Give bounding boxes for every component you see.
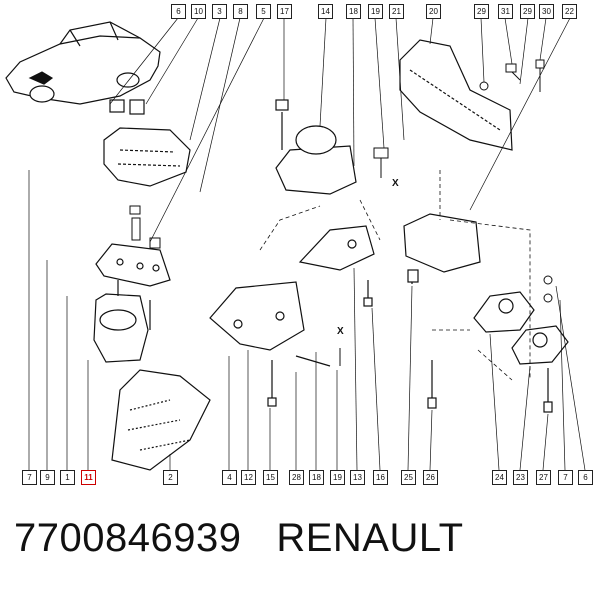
callout-label: 18 xyxy=(309,470,324,485)
bracket-plate xyxy=(95,243,171,287)
callout-label: 7 xyxy=(22,470,37,485)
callout-label: 16 xyxy=(373,470,388,485)
callout-label: 28 xyxy=(289,470,304,485)
part-number: 7700846939 xyxy=(14,516,242,560)
torque-arm xyxy=(298,225,375,307)
callout-label: 10 xyxy=(191,4,206,19)
rubber-mount-24 xyxy=(473,291,535,333)
callout-label: 20 xyxy=(426,4,441,19)
callout-label: 22 xyxy=(562,4,577,19)
callout-label-highlighted: 11 xyxy=(81,470,96,485)
callout-label: 4 xyxy=(222,470,237,485)
callout-label: 9 xyxy=(40,470,55,485)
callout-label: 27 xyxy=(536,470,551,485)
mounting-plate xyxy=(403,213,481,409)
callout-label: 31 xyxy=(498,4,513,19)
engine-mount-rubber xyxy=(93,280,151,363)
callout-label: 2 xyxy=(163,470,178,485)
assembly-lines xyxy=(259,170,531,381)
leader-lines xyxy=(28,17,586,471)
gearbox-mount xyxy=(275,99,357,195)
part-caption: 7700846939 RENAULT xyxy=(14,516,464,561)
callout-label: 1 xyxy=(60,470,75,485)
callout-label: 8 xyxy=(233,4,248,19)
callout-label: 5 xyxy=(256,4,271,19)
callout-label: 23 xyxy=(513,470,528,485)
callout-label: 19 xyxy=(330,470,345,485)
callout-label: 29 xyxy=(474,4,489,19)
lower-bracket xyxy=(111,369,211,471)
callout-label: 30 xyxy=(539,4,554,19)
upper-mount-cover xyxy=(103,99,191,187)
callout-label: 6 xyxy=(171,4,186,19)
car-illustration xyxy=(5,21,161,105)
bolt-19 xyxy=(339,147,389,366)
callout-label: 15 xyxy=(263,470,278,485)
callout-label: 24 xyxy=(492,470,507,485)
callout-label: 14 xyxy=(318,4,333,19)
callout-label: 13 xyxy=(350,470,365,485)
center-bracket xyxy=(209,281,331,407)
callout-label: 3 xyxy=(212,4,227,19)
bolts-top-right xyxy=(479,59,553,303)
axis-marker-x-2: X xyxy=(337,326,344,337)
callout-label: 21 xyxy=(389,4,404,19)
callout-label: 26 xyxy=(423,470,438,485)
callout-label: 25 xyxy=(401,470,416,485)
callout-label: 17 xyxy=(277,4,292,19)
brand-name: RENAULT xyxy=(276,516,464,560)
support-bar xyxy=(399,39,513,151)
callout-label: 18 xyxy=(346,4,361,19)
callout-label: 29 xyxy=(520,4,535,19)
callout-label: 12 xyxy=(241,470,256,485)
rubber-mount-23 xyxy=(511,325,569,413)
callout-label: 7 xyxy=(558,470,573,485)
exploded-parts-diagram: X X 6 10 3 8 5 17 14 18 19 21 20 29 31 2… xyxy=(5,4,593,485)
callout-label: 19 xyxy=(368,4,383,19)
axis-marker-x-1: X xyxy=(392,178,399,189)
callout-label: 6 xyxy=(578,470,593,485)
left-studs xyxy=(129,205,161,249)
diagram-drawing: X X xyxy=(5,17,586,471)
